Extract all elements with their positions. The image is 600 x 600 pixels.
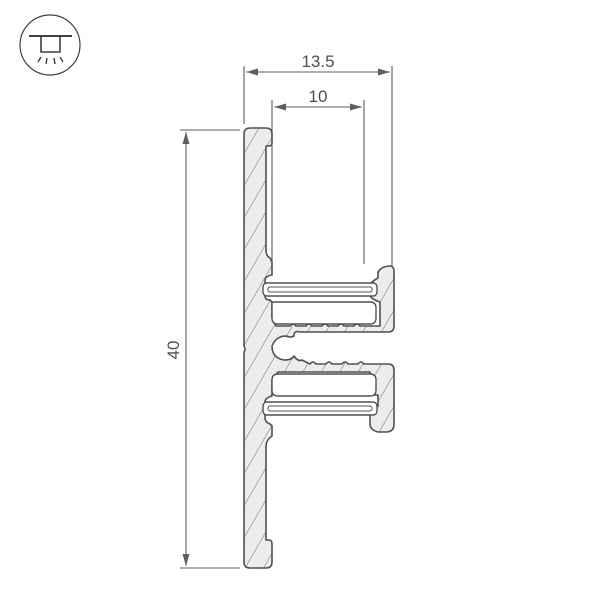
dimension-height: 40 [164,129,240,569]
dimension-label-13-5: 13.5 [301,52,334,71]
dimension-label-40: 40 [164,341,183,360]
lower-channel-cavity [271,373,377,397]
ceiling-light-icon [19,14,81,76]
dimension-overall-width: 13.5 [243,52,393,272]
profile-cross-section [243,127,395,569]
dimension-inner-width: 10 [271,87,365,264]
upper-channel-cavity [271,301,377,325]
dimension-label-10: 10 [309,87,328,106]
